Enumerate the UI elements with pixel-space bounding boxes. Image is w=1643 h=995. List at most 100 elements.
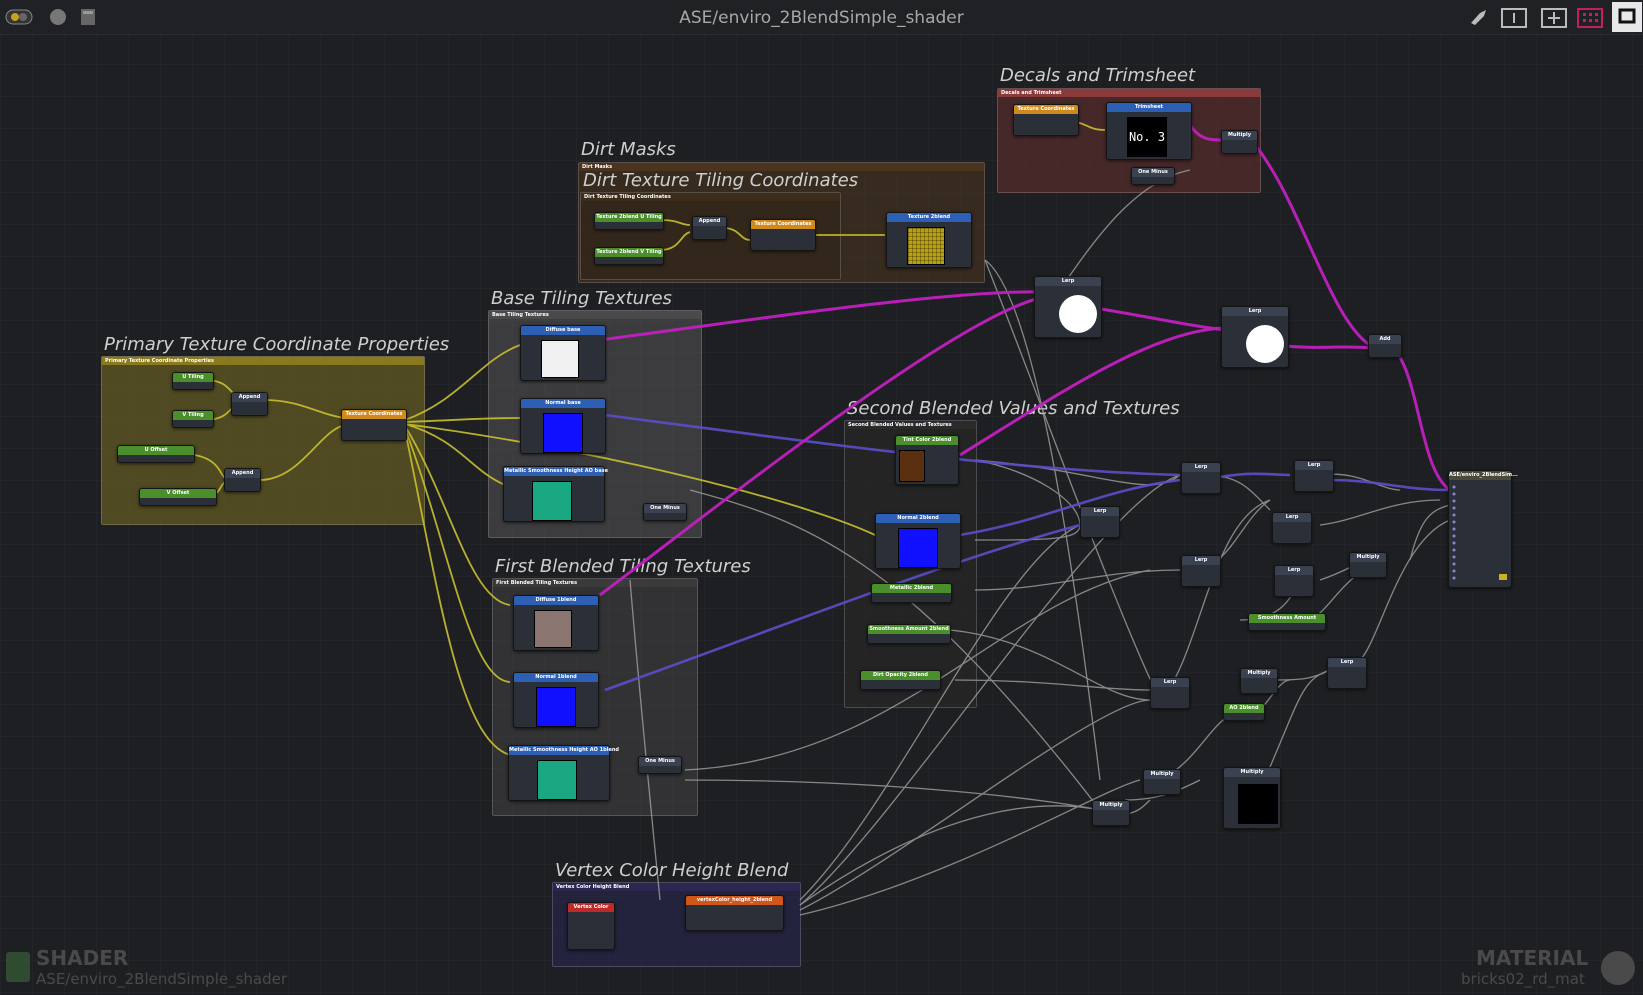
multiply-a-label: Multiply [1350, 553, 1386, 562]
append-dirt-node[interactable]: Append [692, 216, 727, 240]
vertex-height-blend-label: vertexColor_height_2blend [686, 896, 783, 905]
texture-coordinates-node-dirt[interactable]: Texture Coordinates [750, 219, 816, 251]
trimsheet-label: Trimsheet [1107, 103, 1191, 112]
add-node[interactable]: Add [1368, 334, 1402, 358]
calculator-icon[interactable] [78, 7, 98, 27]
diffuse-1blend-label: Diffuse 1blend [514, 596, 598, 605]
tex-2blend-u-node[interactable]: Texture 2blend U Tiling [594, 212, 664, 230]
v-tiling-node[interactable]: V Tiling [172, 410, 214, 428]
msh-base-node[interactable]: Metallic Smoothness Height AO base [503, 466, 608, 522]
metallic-2blend-node[interactable]: Metallic 2blend [871, 583, 952, 603]
tex-2blend-u-label: Texture 2blend U Tiling [595, 213, 663, 222]
one-minus-decal-label: One Minus [1132, 168, 1174, 177]
lerp-a-node[interactable]: Lerp [1181, 462, 1221, 494]
multiply-decal-label: Multiply [1222, 131, 1257, 140]
multiply-e-node[interactable]: Multiply [1223, 767, 1281, 829]
tex-2blend-v-node[interactable]: Texture 2blend V Tiling [594, 247, 664, 265]
group-dirt-masks-title: Dirt Masks [581, 139, 676, 160]
lerp-h-node[interactable]: Lerp [1327, 657, 1367, 689]
trimsheet-preview: No. 3 [1127, 117, 1167, 157]
output-master-node[interactable]: ASE/enviro_2BlendSim... [1448, 470, 1518, 588]
output-master-label: ASE/enviro_2BlendSim... [1449, 471, 1518, 480]
vertex-color-node[interactable]: Vertex Color [567, 902, 615, 950]
lerp-g-node[interactable]: Lerp [1150, 677, 1190, 709]
sphere-icon[interactable] [48, 7, 68, 27]
texture-2blend-node[interactable]: Texture 2blend [886, 212, 972, 268]
brush-icon[interactable] [1468, 7, 1490, 27]
lerp-top2-node[interactable]: Lerp [1221, 306, 1289, 368]
multiply-a-node[interactable]: Multiply [1349, 552, 1387, 578]
tint-color-2blend-label: Tint Color 2blend [896, 436, 958, 445]
one-minus-base-node[interactable]: One Minus [643, 503, 687, 521]
multiply-e-preview [1238, 784, 1278, 824]
append-1-label: Append [232, 393, 267, 402]
msh-1blend-node[interactable]: Metallic Smoothness Height AO 1blend [508, 745, 619, 801]
normal-2blend-node[interactable]: Normal 2blend [875, 513, 961, 569]
multiply-d-node[interactable]: Multiply [1092, 800, 1130, 826]
lerp-d-node[interactable]: Lerp [1272, 512, 1312, 544]
normal-1blend-node[interactable]: Normal 1blend [513, 672, 599, 728]
lerp-c-label: Lerp [1081, 507, 1119, 516]
footer-material-label: MATERIAL [1476, 946, 1589, 970]
trimsheet-node[interactable]: Trimsheet No. 3 [1106, 102, 1192, 160]
multiply-c-label: Multiply [1144, 770, 1180, 779]
lerp-e-label: Lerp [1182, 556, 1220, 565]
diffuse-1blend-preview [534, 610, 572, 648]
multiply-e-label: Multiply [1224, 768, 1280, 777]
palette-icon[interactable] [4, 7, 34, 27]
dirt-opacity-2blend-node[interactable]: Dirt Opacity 2blend [860, 670, 941, 690]
diffuse-base-node[interactable]: Diffuse base [520, 325, 606, 381]
group-base-tiling-bar: Base Tiling Textures [489, 311, 701, 319]
lerp-b-node[interactable]: Lerp [1294, 460, 1334, 492]
dirt-opacity-2blend-label: Dirt Opacity 2blend [861, 671, 940, 680]
group-first-blended-title: First Blended Tiling Textures [495, 556, 751, 577]
lerp-c-node[interactable]: Lerp [1080, 506, 1120, 538]
multiply-b-node[interactable]: Multiply [1240, 668, 1278, 694]
vertex-height-blend-node[interactable]: vertexColor_height_2blend [685, 895, 784, 931]
lerp-d-label: Lerp [1273, 513, 1311, 522]
smoothness-2blend-node[interactable]: Smoothness Amount 2blend [867, 624, 951, 644]
append-node-1[interactable]: Append [231, 392, 268, 416]
normal-1blend-preview [536, 687, 576, 727]
group-decals-bar: Decals and Trimsheet [998, 89, 1260, 97]
u-offset-node[interactable]: U Offset [117, 445, 195, 463]
one-minus-decal-node[interactable]: One Minus [1131, 167, 1175, 185]
diffuse-base-label: Diffuse base [521, 326, 605, 335]
maximize-icon[interactable] [1612, 2, 1642, 32]
group-second-blended-bar: Second Blended Values and Textures [845, 421, 976, 429]
group-decals-title: Decals and Trimsheet [1000, 65, 1196, 86]
v-tiling-label: V Tiling [173, 411, 213, 420]
texture-coordinates-node-primary[interactable]: Texture Coordinates [341, 409, 407, 441]
smoothness-amount-label: Smoothness Amount [1249, 614, 1325, 623]
msh-1blend-preview [537, 760, 577, 800]
v-offset-node[interactable]: V Offset [139, 488, 217, 506]
material-sphere-icon [1601, 951, 1635, 985]
lerp-top1-label: Lerp [1035, 277, 1101, 286]
window-title: ASE/enviro_2BlendSimple_shader [679, 8, 964, 28]
diffuse-1blend-node[interactable]: Diffuse 1blend [513, 595, 599, 651]
normal-1blend-label: Normal 1blend [514, 673, 598, 682]
multiply-c-node[interactable]: Multiply [1143, 769, 1181, 795]
group-vertex-color-bar: Vertex Color Height Blend [553, 883, 800, 891]
group-second-blended-title: Second Blended Values and Textures [847, 398, 1180, 419]
u-tiling-node[interactable]: U Tiling [172, 372, 214, 390]
normal-base-node[interactable]: Normal base [520, 398, 606, 454]
grid-icon[interactable] [1576, 7, 1604, 29]
info-icon[interactable] [1500, 7, 1528, 29]
add-node-icon[interactable] [1540, 7, 1568, 29]
normal-base-label: Normal base [521, 399, 605, 408]
tint-color-2blend-preview [899, 450, 925, 482]
append-node-2[interactable]: Append [224, 468, 261, 492]
texture-coordinates-node-decal[interactable]: Texture Coordinates [1013, 104, 1079, 136]
tint-color-2blend-node[interactable]: Tint Color 2blend [895, 435, 959, 485]
one-minus-1blend-node[interactable]: One Minus [638, 756, 682, 774]
lerp-e-node[interactable]: Lerp [1181, 555, 1221, 587]
lerp-f-node[interactable]: Lerp [1274, 565, 1314, 597]
smoothness-amount-node[interactable]: Smoothness Amount [1248, 613, 1326, 631]
ao-2blend-node[interactable]: AO 2blend [1223, 703, 1265, 721]
multiply-decal-node[interactable]: Multiply [1221, 130, 1258, 154]
texture-coordinates-primary-label: Texture Coordinates [342, 410, 406, 419]
title-bar: ASE/enviro_2BlendSimple_shader [0, 0, 1643, 35]
lerp-top1-node[interactable]: Lerp [1034, 276, 1102, 338]
add-label: Add [1369, 335, 1401, 344]
